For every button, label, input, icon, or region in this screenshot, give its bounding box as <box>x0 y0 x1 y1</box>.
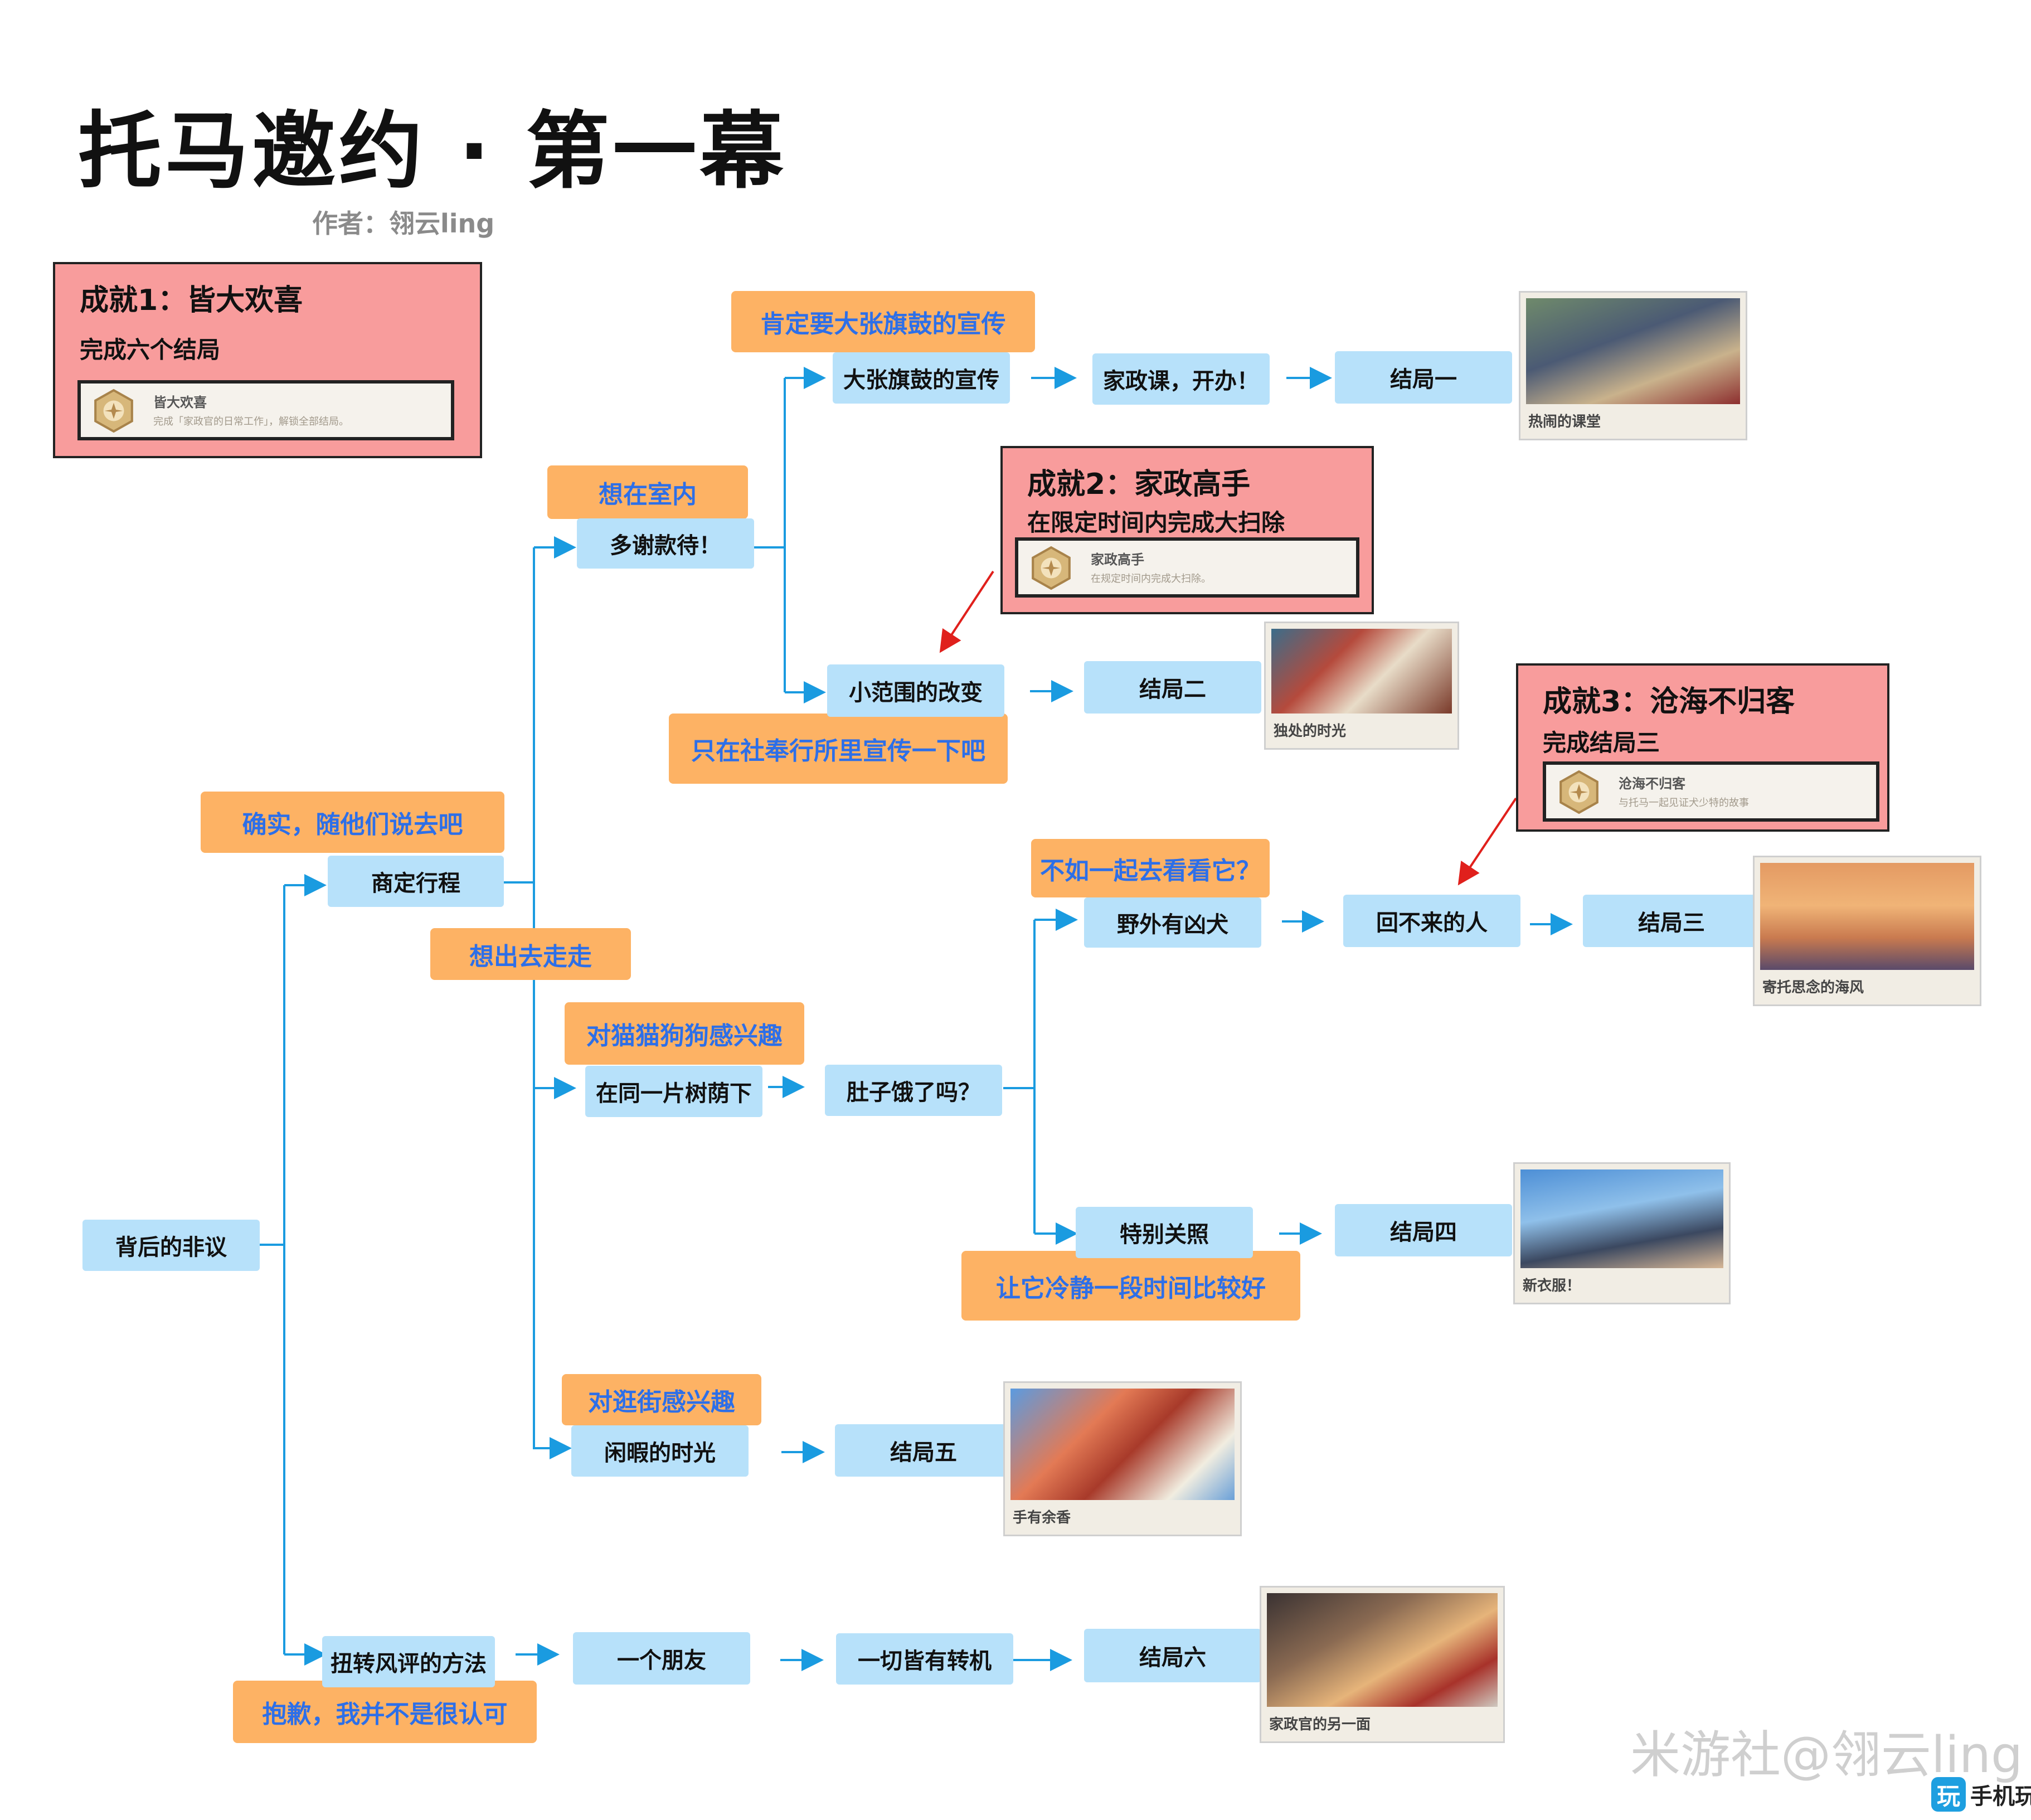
choice-cats-dogs: 对猫猫狗狗感兴趣 <box>565 1002 804 1065</box>
page-title: 托马邀约 · 第一幕 <box>78 103 787 200</box>
node-start: 背后的非议 <box>82 1220 260 1271</box>
scene-card-3: 寄托思念的海风 <box>1753 856 1981 1006</box>
choice-affirm-banner: 肯定要大张旗鼓的宣传 <box>731 291 1035 352</box>
scene-image-6 <box>1267 1593 1498 1707</box>
pointer-arrow-achievement3 <box>1457 797 1517 886</box>
logo-text: 手机玩 <box>1970 1784 2031 1809</box>
choice-shopping: 对逛街感兴趣 <box>562 1374 761 1425</box>
achievement-3-card-title: 沧海不归客 <box>1619 776 1685 792</box>
node-end3: 结局三 <box>1583 895 1760 947</box>
node-special-care: 特别关照 <box>1076 1207 1253 1258</box>
node-no-return: 回不来的人 <box>1343 895 1520 947</box>
watermark: 米游社@翎云ling <box>1630 1726 2023 1784</box>
node-friend: 一个朋友 <box>573 1632 750 1685</box>
choice-indoor: 想在室内 <box>547 465 748 519</box>
scene-card-2: 独处的时光 <box>1264 622 1459 750</box>
achievement-3-box: 成就3：沧海不归客 完成结局三 沧海不归客 与托马一起见证犬少特的故事 <box>1516 663 1889 832</box>
scene-caption-4: 新衣服！ <box>1523 1278 1581 1294</box>
node-banner: 大张旗鼓的宣传 <box>833 352 1010 404</box>
achievement-1-desc: 完成六个结局 <box>80 336 221 363</box>
achievement-1-title: 成就1：皆大欢喜 <box>80 284 303 317</box>
scene-image-3 <box>1760 863 1974 970</box>
achievement-2-box: 成就2：家政高手 在限定时间内完成大扫除 家政高手 在规定时间内完成大扫除。 <box>1000 446 1374 614</box>
pointer-arrow-achievement2 <box>939 570 994 653</box>
achievement-2-card-title: 家政高手 <box>1091 552 1144 567</box>
achievement-3-card-desc: 与托马一起见证犬少特的故事 <box>1619 797 1749 809</box>
node-end2: 结局二 <box>1084 661 1261 714</box>
logo-badge-icon: 玩 <box>1931 1777 1966 1812</box>
choice-sorry: 抱歉，我并不是很认可 <box>233 1681 537 1743</box>
node-end6: 结局六 <box>1084 1629 1261 1682</box>
achievement-2-title: 成就2：家政高手 <box>1027 468 1251 501</box>
achievement-3-card: 沧海不归客 与托马一起见证犬少特的故事 <box>1543 761 1879 822</box>
scene-card-4: 新衣服！ <box>1513 1162 1731 1304</box>
scene-caption-1: 热闹的课堂 <box>1528 414 1601 430</box>
achievement-2-card: 家政高手 在规定时间内完成大扫除。 <box>1015 537 1359 598</box>
scene-card-5: 手有余香 <box>1003 1381 1242 1536</box>
achievement-medal-icon <box>94 389 133 433</box>
node-thanks: 多谢款待！ <box>577 518 754 569</box>
choice-go-out: 想出去走走 <box>430 928 631 980</box>
achievement-1-box: 成就1：皆大欢喜 完成六个结局 皆大欢喜 完成「家政官的日常工作」，解锁全部结局… <box>53 262 482 458</box>
node-tree-shade: 在同一片树荫下 <box>585 1066 762 1117</box>
scene-image-4 <box>1520 1169 1723 1268</box>
author-label: 作者：翎云ling <box>312 208 495 239</box>
node-wild-dog: 野外有凶犬 <box>1084 897 1261 948</box>
scene-caption-2: 独处的时光 <box>1274 723 1347 740</box>
achievement-1-card-desc: 完成「家政官的日常工作」，解锁全部结局。 <box>153 416 349 428</box>
achievement-3-title: 成就3：沧海不归客 <box>1543 685 1795 719</box>
achievement-medal-icon <box>1559 770 1598 814</box>
choice-follow: 确实，随他们说去吧 <box>201 792 504 853</box>
scene-image-1 <box>1526 298 1740 404</box>
achievement-medal-icon <box>1032 546 1071 590</box>
achievement-3-desc: 完成结局三 <box>1543 729 1660 756</box>
node-end4: 结局四 <box>1335 1204 1512 1256</box>
scene-caption-6: 家政官的另一面 <box>1269 1716 1371 1733</box>
node-turning-point: 一切皆有转机 <box>836 1633 1013 1685</box>
scene-caption-5: 手有余香 <box>1013 1510 1071 1526</box>
achievement-2-desc: 在限定时间内完成大扫除 <box>1027 509 1285 536</box>
scene-image-2 <box>1271 629 1452 714</box>
achievement-1-card: 皆大欢喜 完成「家政官的日常工作」，解锁全部结局。 <box>77 380 454 440</box>
scene-card-6: 家政官的另一面 <box>1260 1586 1505 1743</box>
choice-calm-down: 让它冷静一段时间比较好 <box>961 1251 1300 1321</box>
node-reverse: 扭转风评的方法 <box>322 1636 495 1687</box>
scene-card-1: 热闹的课堂 <box>1519 291 1747 440</box>
scene-image-5 <box>1010 1389 1235 1500</box>
choice-look-together: 不如一起去看看它？ <box>1031 839 1270 897</box>
node-small-change: 小范围的改变 <box>827 664 1004 717</box>
node-hungry: 肚子饿了吗？ <box>825 1065 1002 1116</box>
node-leisure: 闲暇的时光 <box>571 1425 749 1477</box>
node-discuss: 商定行程 <box>328 856 504 907</box>
scene-caption-3: 寄托思念的海风 <box>1762 979 1864 996</box>
choice-small-promo: 只在社奉行所里宣传一下吧 <box>669 714 1008 784</box>
node-end5: 结局五 <box>835 1424 1012 1477</box>
site-logo: 玩 手机玩 <box>1931 1777 2031 1812</box>
node-housework: 家政课，开办！ <box>1092 353 1270 405</box>
node-end1: 结局一 <box>1335 351 1512 404</box>
achievement-1-card-title: 皆大欢喜 <box>153 395 207 410</box>
achievement-2-card-desc: 在规定时间内完成大扫除。 <box>1091 573 1211 585</box>
